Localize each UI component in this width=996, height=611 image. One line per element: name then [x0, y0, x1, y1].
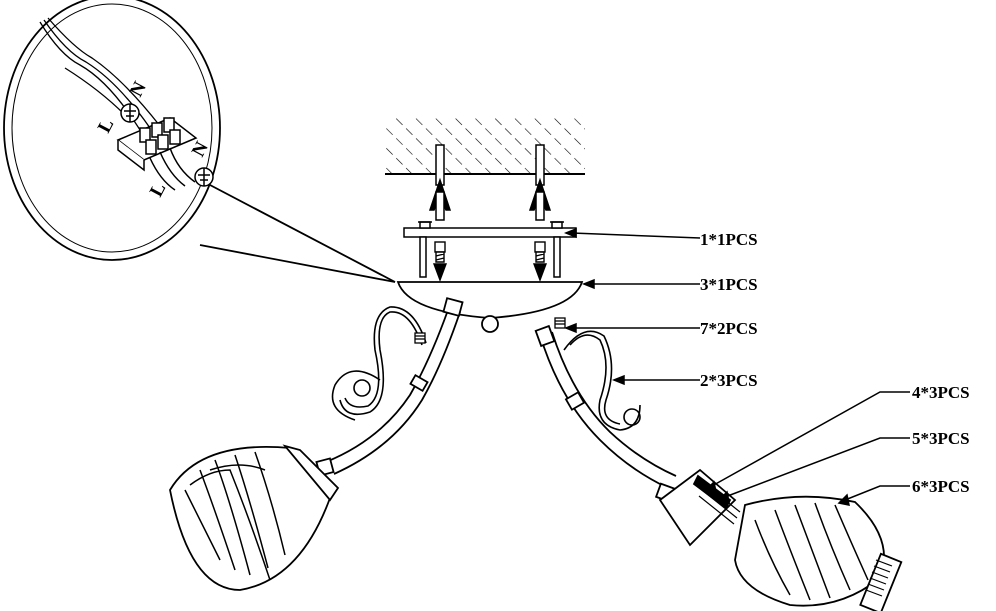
mounting-screw-right — [532, 241, 548, 282]
ceiling-section — [385, 118, 585, 175]
callout-part-3: 3*1PCS — [700, 275, 758, 294]
callout-part-1: 1*1PCS — [700, 230, 758, 249]
callout-leaders — [563, 227, 910, 506]
ground-symbol-top — [120, 103, 140, 123]
callout-part-5: 5*3PCS — [912, 429, 970, 448]
glass-shade-right — [734, 495, 903, 611]
terminal-block — [116, 117, 198, 191]
bulb-socket-right — [658, 468, 741, 547]
callout-part-2: 2*3PCS — [700, 371, 758, 390]
glass-shade-left — [169, 444, 340, 591]
callout-part-7: 7*2PCS — [700, 319, 758, 338]
callout-part-6: 6*3PCS — [912, 477, 970, 496]
scroll-decor-left — [331, 306, 427, 421]
wall-anchor-left — [428, 144, 452, 221]
callout-part-4: 4*3PCS — [912, 383, 970, 402]
wall-anchor-right — [528, 144, 552, 221]
wiring-detail-magnifier — [3, 0, 396, 283]
set-screw-left — [414, 332, 426, 344]
mounting-plate — [403, 221, 577, 278]
scroll-decor-right — [563, 330, 641, 431]
ground-symbol-bottom — [194, 167, 214, 187]
mounting-screw-left — [432, 241, 448, 282]
arm-left — [315, 297, 464, 477]
set-screw-right — [554, 317, 566, 329]
